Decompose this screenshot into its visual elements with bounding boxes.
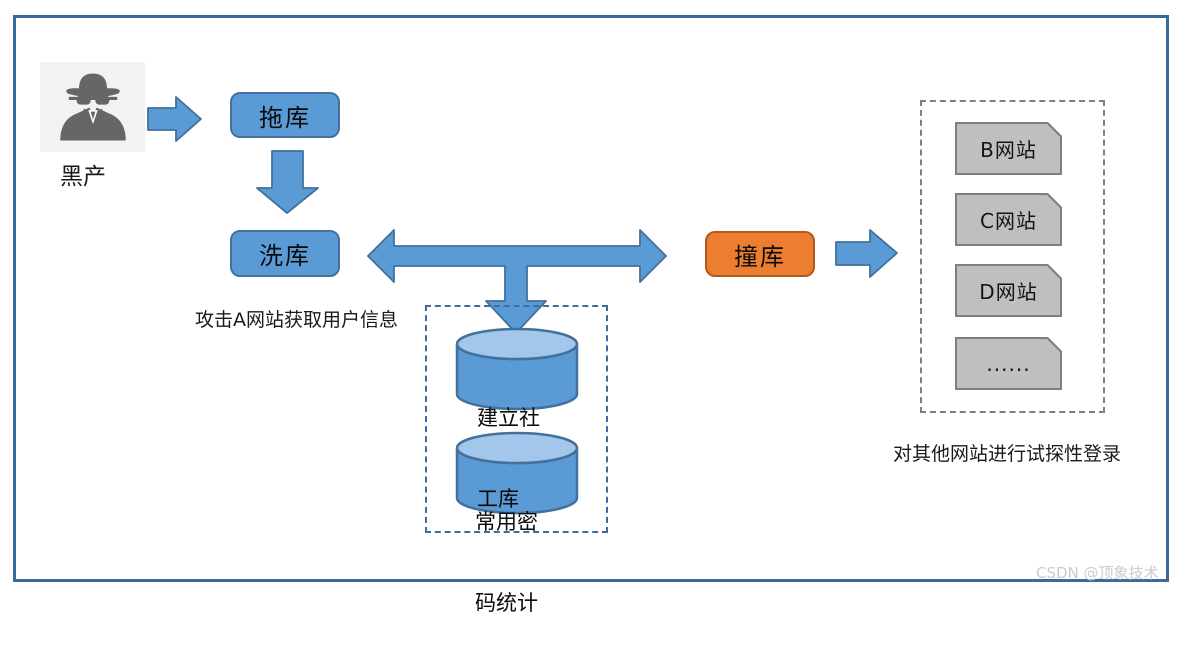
cylinder-social-db-label-line2: 工库 (477, 487, 519, 511)
node-tuoku-label: 拖库 (259, 103, 311, 132)
website-card-d: D网站 (955, 264, 1062, 317)
cylinder-social-db-label: 建立社 工库 (477, 351, 540, 567)
node-tuoku: 拖库 (230, 92, 340, 138)
cylinder-passwords-label-line1: 常用密 (475, 510, 538, 534)
website-card-c-inner: C网站 (957, 195, 1060, 244)
cylinder-social-db-label-line1: 建立社 (477, 406, 540, 430)
cylinder-passwords-label: 常用密 码统计 (475, 455, 538, 671)
node-xiku: 洗库 (230, 230, 340, 277)
website-card-more-label: ...... (986, 351, 1031, 376)
website-card-d-inner: D网站 (957, 266, 1060, 315)
website-card-b-label: B网站 (980, 138, 1037, 162)
caption-probe-login: 对其他网站进行试探性登录 (893, 443, 1122, 465)
website-card-b: B网站 (955, 122, 1062, 175)
website-card-b-inner: B网站 (957, 124, 1060, 173)
website-card-d-label: D网站 (979, 280, 1038, 304)
node-xiku-label: 洗库 (259, 242, 311, 270)
website-card-c: C网站 (955, 193, 1062, 246)
csdn-watermark: CSDN @顶象技术 (1036, 564, 1159, 582)
caption-attack-site-a: 攻击A网站获取用户信息 (195, 309, 398, 331)
diagram-border (13, 15, 1169, 582)
node-zhuangku: 撞库 (705, 231, 815, 277)
spy-icon (59, 73, 126, 141)
cylinder-passwords-label-line2: 码统计 (475, 591, 538, 615)
hacker-label: 黑产 (60, 164, 106, 190)
website-card-c-label: C网站 (980, 209, 1037, 233)
node-zhuangku-label: 撞库 (734, 242, 786, 271)
website-card-more: ...... (955, 337, 1062, 390)
website-card-more-inner: ...... (957, 339, 1060, 388)
social-db-group-box (425, 305, 608, 533)
websites-group-box (920, 100, 1105, 413)
hacker-icon-background (40, 62, 145, 152)
